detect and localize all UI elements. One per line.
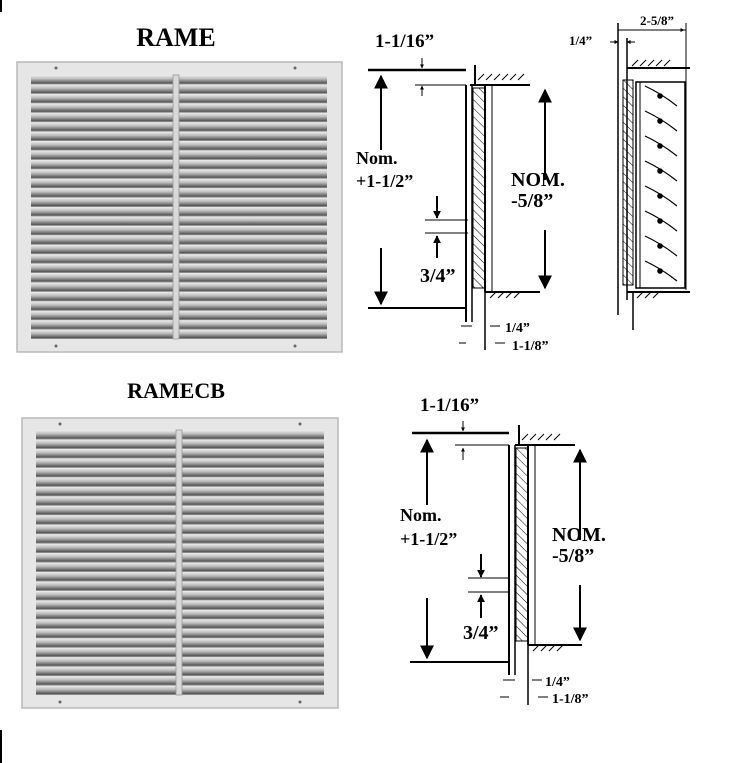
dims-rame: [374, 58, 552, 344]
damper-pivot: [657, 118, 663, 124]
damper-pivot: [657, 143, 663, 149]
dim-nominal-add-rame: +1-1/2”: [356, 171, 413, 191]
section-title-ramecb: RAMECB: [127, 378, 225, 403]
damper-pivot: [657, 168, 663, 174]
dim-nom-rame: NOM.: [511, 169, 565, 191]
dim-blade-gap-ramecb: 3/4”: [463, 622, 499, 644]
dim-blade-gap-rame: 3/4”: [420, 265, 456, 287]
screw-hole: [293, 66, 297, 70]
dim-nom-sub-rame: -5/8”: [511, 190, 553, 212]
dim-damper-face: 1/4”: [569, 33, 592, 48]
screw-hole: [293, 344, 297, 348]
screw-hole: [298, 700, 302, 704]
dim-flange-ramecb: 1-1/16”: [420, 395, 479, 416]
damper-view: [617, 23, 690, 330]
damper-pivot: [657, 243, 663, 249]
dim-nominal-rame: Nom.: [356, 148, 398, 168]
dim-nominal-ramecb: Nom.: [400, 505, 442, 525]
dim-flange-rame: 1-1/16”: [375, 31, 434, 52]
screw-hole: [58, 422, 62, 426]
damper-pivot: [657, 268, 663, 274]
dim-nom-sub-ramecb: -5/8”: [552, 545, 594, 567]
dim-thickness-rame: 1/4”: [505, 321, 530, 336]
dim-depth-ramecb: 1-1/8”: [552, 692, 589, 707]
screw-hole: [54, 66, 58, 70]
damper-pivot: [657, 193, 663, 199]
damper-pivot: [657, 93, 663, 99]
section-view-rame: [368, 65, 540, 350]
dim-nom-ramecb: NOM.: [552, 524, 606, 546]
dims-ramecb: [420, 421, 587, 698]
dim-nominal-add-ramecb: +1-1/2”: [400, 529, 457, 549]
damper-pivot: [657, 218, 663, 224]
center-mullion: [172, 74, 180, 340]
dim-depth-rame: 1-1/8”: [512, 339, 549, 354]
screw-hole: [298, 422, 302, 426]
dim-thickness-ramecb: 1/4”: [545, 675, 570, 690]
grille-photo-rame: [16, 61, 343, 353]
section-view-ramecb: [410, 425, 582, 705]
screw-hole: [54, 344, 58, 348]
dims-damper: [610, 28, 686, 44]
grille-photo-ramecb: [21, 417, 339, 709]
section-title-rame: RAME: [136, 23, 215, 52]
center-mullion: [175, 429, 183, 696]
dim-damper-depth: 2-5/8”: [640, 13, 674, 28]
screw-hole: [58, 700, 62, 704]
